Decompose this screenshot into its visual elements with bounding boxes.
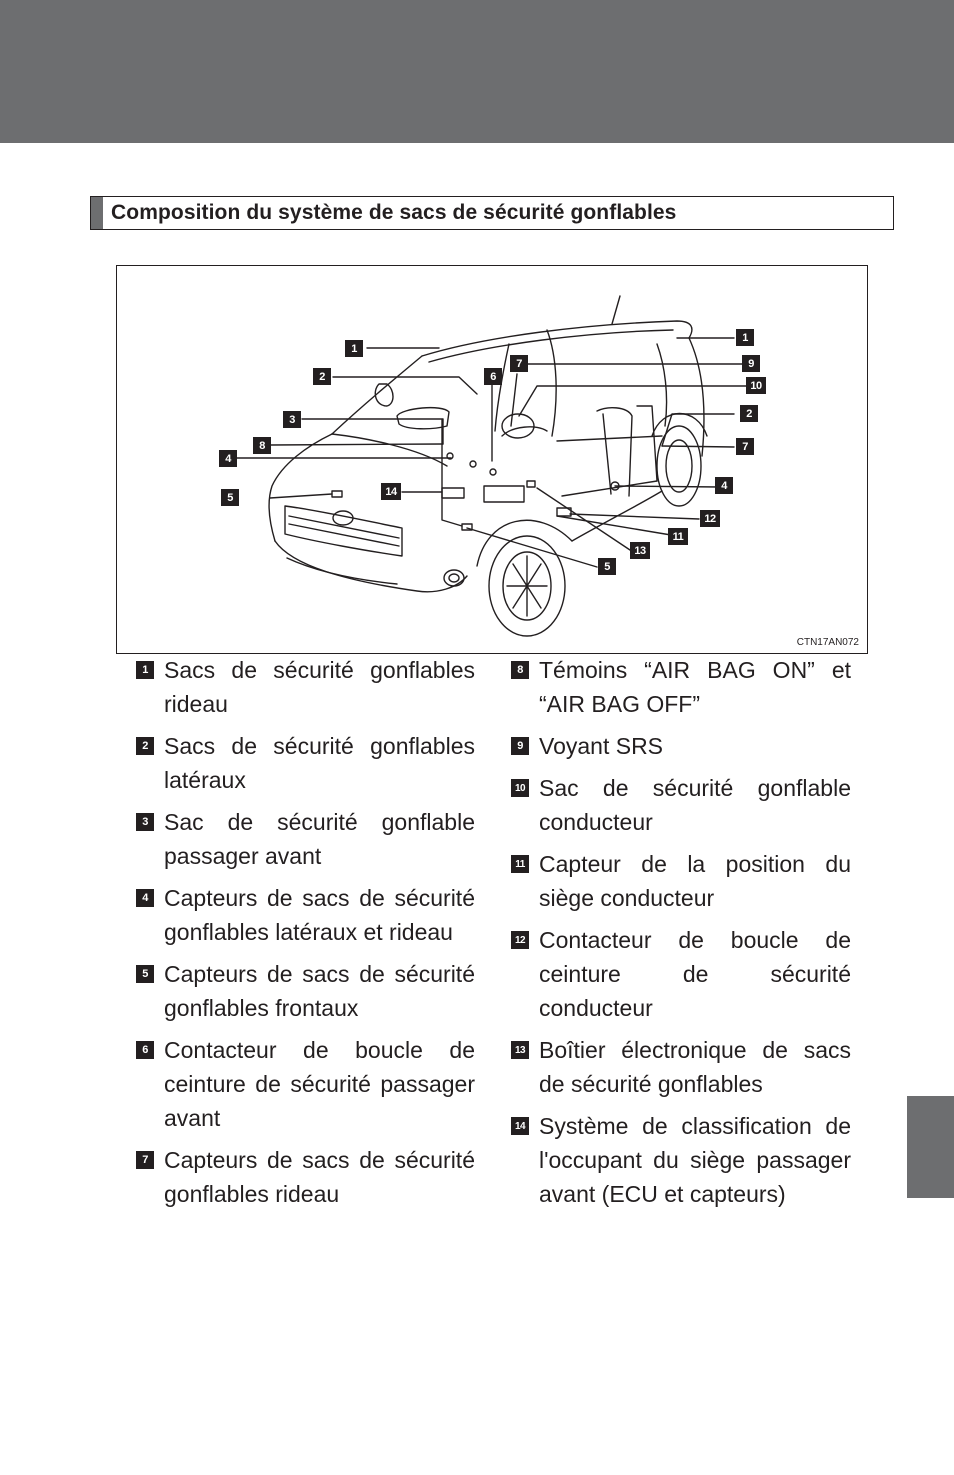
number-badge: 3 [136, 813, 154, 831]
callout-6: 6 [484, 368, 502, 385]
number-badge: 14 [511, 1117, 529, 1135]
callout-4-right: 4 [715, 477, 733, 494]
car-illustration [229, 295, 753, 637]
callout-1-right: 1 [736, 329, 754, 346]
callout-5-right: 5 [598, 558, 616, 575]
legend-right: 8 Témoins “AIR BAG ON” et “AIR BAG OFF” … [511, 653, 851, 1219]
callout-7-left: 7 [510, 355, 528, 372]
legend-item: 12 Contacteur de boucle de ceinture de s… [511, 923, 851, 1025]
legend-item: 9 Voyant SRS [511, 729, 851, 763]
number-badge: 7 [136, 1151, 154, 1169]
callout-2-left: 2 [313, 368, 331, 385]
callout-13: 13 [630, 542, 650, 559]
callout-7-right: 7 [736, 438, 754, 455]
callout-12: 12 [700, 510, 720, 527]
legend-text: Contacteur de boucle de ceinture de sécu… [164, 1037, 475, 1131]
number-badge: 12 [511, 931, 529, 949]
callout-4-left: 4 [219, 450, 237, 467]
legend-item: 5 Capteurs de sacs de sécurité gonflable… [136, 957, 475, 1025]
legend-item: 3 Sac de sécurité gonflable passager ava… [136, 805, 475, 873]
legend-text: Témoins “AIR BAG ON” et “AIR BAG OFF” [539, 657, 851, 717]
callout-3: 3 [283, 411, 301, 428]
legend-text: Capteurs de sacs de sécurité gonflables … [164, 961, 475, 1021]
legend-text: Boîtier électronique de sacs de sécurité… [539, 1037, 851, 1097]
legend-item: 14 Système de classification de l'occupa… [511, 1109, 851, 1211]
legend-text: Capteurs de sacs de sécurité gonflables … [164, 885, 475, 945]
legend-item: 4 Capteurs de sacs de sécurité gonflable… [136, 881, 475, 949]
number-badge: 6 [136, 1041, 154, 1059]
callout-8: 8 [253, 437, 271, 454]
figure-code: CTN17AN072 [796, 637, 859, 648]
legend-item: 2 Sacs de sécurité gonflables latéraux [136, 729, 475, 797]
legend-text: Sacs de sécurité gonflables rideau [164, 657, 475, 717]
legend-left: 1 Sacs de sécurité gonflables rideau 2 S… [136, 653, 475, 1219]
legend-item: 1 Sacs de sécurité gonflables rideau [136, 653, 475, 721]
number-badge: 2 [136, 737, 154, 755]
legend-text: Capteur de la position du siège conducte… [539, 851, 851, 911]
callout-9: 9 [742, 355, 760, 372]
callout-14: 14 [381, 483, 401, 500]
legend-text: Sac de sécurité gonflable passager avant [164, 809, 475, 869]
callout-2-right: 2 [740, 405, 758, 422]
header-band [0, 0, 954, 143]
number-badge: 10 [511, 779, 529, 797]
number-badge: 8 [511, 661, 529, 679]
callout-10: 10 [746, 377, 766, 394]
number-badge: 9 [511, 737, 529, 755]
section-title: Composition du système de sacs de sécuri… [111, 201, 677, 224]
airbag-diagram: 1 2 3 4 8 5 14 6 7 9 10 1 2 7 4 12 11 13… [116, 265, 868, 654]
number-badge: 13 [511, 1041, 529, 1059]
callout-11: 11 [668, 528, 688, 545]
number-badge: 1 [136, 661, 154, 679]
number-badge: 4 [136, 889, 154, 907]
legend-item: 7 Capteurs de sacs de sécurité gonflable… [136, 1143, 475, 1211]
legend-text: Système de classification de l'occupant … [539, 1113, 851, 1207]
legend-item: 11 Capteur de la position du siège condu… [511, 847, 851, 915]
legend-text: Sacs de sécurité gonflables latéraux [164, 733, 475, 793]
legend-item: 13 Boîtier électronique de sacs de sécur… [511, 1033, 851, 1101]
legend-text: Voyant SRS [539, 733, 664, 759]
callout-1-left: 1 [345, 340, 363, 357]
legend-text: Capteurs de sacs de sécurité gonflables … [164, 1147, 475, 1207]
legend-item: 6 Contacteur de boucle de ceinture de sé… [136, 1033, 475, 1135]
section-heading: Composition du système de sacs de sécuri… [90, 196, 894, 230]
number-badge: 11 [511, 855, 529, 873]
legend-text: Contacteur de boucle de ceinture de sécu… [539, 927, 851, 1021]
chapter-tab [907, 1096, 954, 1198]
number-badge: 5 [136, 965, 154, 983]
legend-text: Sac de sécurité gonflable conducteur [539, 775, 851, 835]
callout-5-left: 5 [221, 489, 239, 506]
heading-marker [91, 197, 103, 229]
legend-item: 8 Témoins “AIR BAG ON” et “AIR BAG OFF” [511, 653, 851, 721]
legend-item: 10 Sac de sécurité gonflable conducteur [511, 771, 851, 839]
